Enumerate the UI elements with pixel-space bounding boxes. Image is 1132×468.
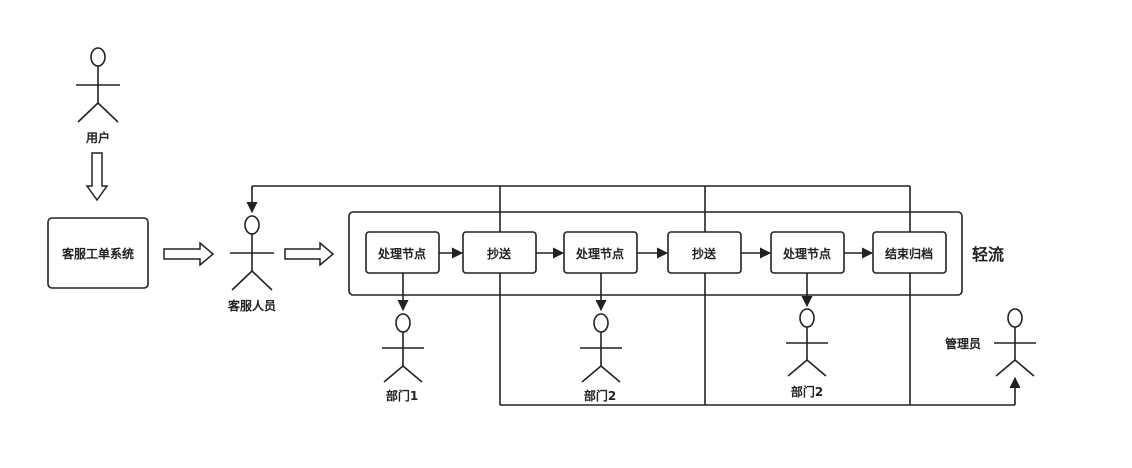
- flow-node-6: 结束归档: [872, 231, 947, 274]
- system-box: [47, 217, 149, 289]
- flow-node-5-label: 处理节点: [782, 246, 831, 261]
- service-staff-label: 客服人员: [227, 298, 276, 313]
- service-staff-actor: [230, 215, 274, 291]
- dept-connectors: [397, 273, 813, 312]
- dept2b-actor: [786, 308, 828, 377]
- platform-container: [348, 211, 963, 296]
- flow-node-2: 抄送: [462, 231, 537, 274]
- flow-node-3-label: 处理节点: [575, 246, 624, 261]
- dept1-actor: [382, 313, 424, 383]
- dept1-label: 部门1: [386, 388, 418, 403]
- system-box-label: 客服工单系统: [61, 246, 134, 261]
- hollow-arrow-down: [85, 152, 109, 202]
- flow-node-2-label: 抄送: [487, 246, 512, 261]
- flow-node-6-label: 结束归档: [885, 246, 933, 261]
- dept2b-label: 部门2: [791, 384, 823, 399]
- user-actor: [76, 47, 120, 123]
- archive-loop: [499, 273, 1021, 406]
- platform-label: 轻流: [972, 245, 1004, 264]
- feedback-loop: [246, 185, 911, 232]
- dept2a-label: 部门2: [584, 388, 616, 403]
- flow-node-4: 抄送: [667, 231, 742, 274]
- flow-node-5: 处理节点: [770, 231, 845, 274]
- hollow-arrow-right-1: [163, 241, 215, 267]
- flow-node-1-label: 处理节点: [377, 246, 426, 261]
- flow-node-1: 处理节点: [365, 231, 440, 274]
- flow-node-4-label: 抄送: [692, 246, 717, 261]
- admin-actor: [994, 308, 1036, 377]
- hollow-arrow-right-2: [284, 241, 335, 267]
- flow-node-3: 处理节点: [563, 231, 638, 274]
- user-label: 用户: [85, 130, 110, 145]
- dept2a-actor: [580, 313, 622, 383]
- admin-label: 管理员: [945, 336, 981, 351]
